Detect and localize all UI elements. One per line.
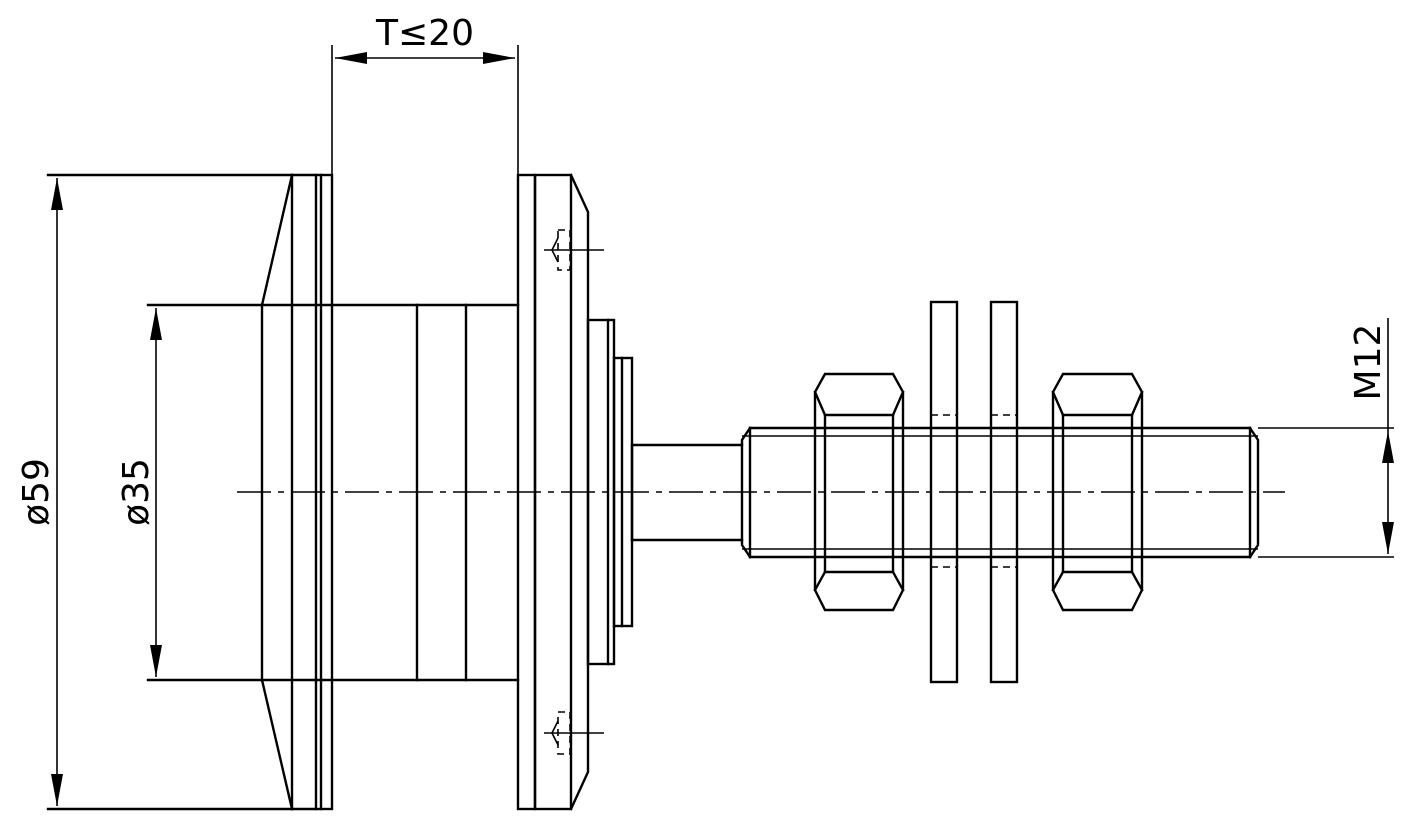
- dimension-flange-diameter: ø59: [16, 178, 63, 806]
- thread-label: M12: [1348, 324, 1389, 401]
- body-diameter-label: ø35: [116, 458, 157, 526]
- washer-2: [989, 300, 1019, 684]
- hidden-screw-top: [544, 229, 604, 271]
- hidden-screw-bottom: [544, 711, 604, 755]
- flange-diameter-label: ø59: [16, 458, 57, 526]
- dimension-thickness: T≤20: [331, 13, 519, 175]
- washer-1: [929, 300, 959, 684]
- shaft: [630, 443, 744, 542]
- dimension-body-diameter: ø35: [116, 308, 162, 677]
- cylindrical-body: [146, 303, 520, 682]
- threaded-rod: [740, 426, 1260, 559]
- left-cap: [46, 173, 334, 811]
- dimension-thread: M12: [1258, 318, 1394, 558]
- hex-nut-2: [1051, 372, 1144, 612]
- thickness-label: T≤20: [375, 13, 474, 54]
- hex-nut-1: [813, 372, 905, 612]
